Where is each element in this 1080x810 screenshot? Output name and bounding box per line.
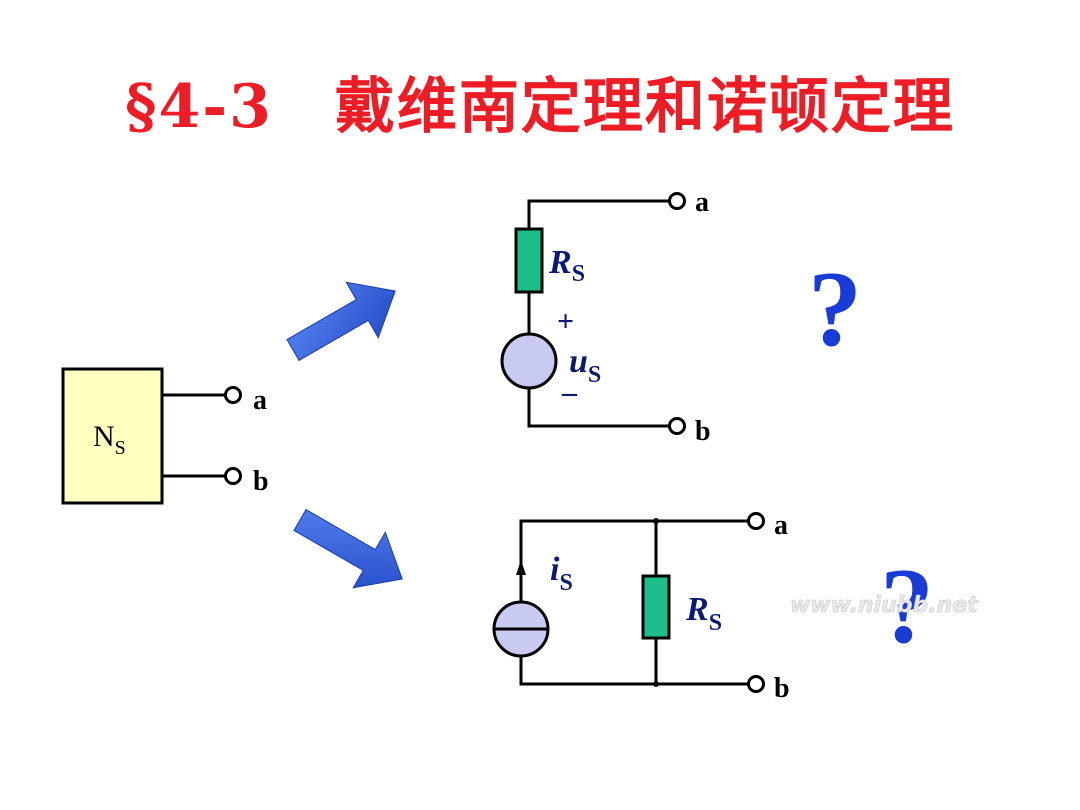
norton-resistor xyxy=(641,574,671,640)
voltage-source-label: u xyxy=(569,343,588,380)
norton-wire-bottom xyxy=(519,656,748,686)
norton-terminal-a-label: a xyxy=(774,510,788,541)
svg-text:NS: NS xyxy=(93,420,126,459)
norton-terminal-b-label: b xyxy=(774,673,790,704)
network-terminal-a-label: a xyxy=(253,385,267,416)
current-arrow-icon xyxy=(516,560,526,575)
svg-text:RS: RS xyxy=(685,591,722,636)
voltage-source-sub: S xyxy=(588,362,601,388)
network-label: N xyxy=(93,420,115,453)
thevenin-terminal-a xyxy=(668,192,686,210)
voltage-source-icon xyxy=(500,332,558,390)
thevenin-terminal-b xyxy=(668,417,686,435)
arrow-down xyxy=(293,508,403,589)
thevenin-terminal-a-label: a xyxy=(695,187,709,218)
network-box xyxy=(61,367,164,505)
network-block: NS a b xyxy=(61,367,269,505)
question-mark-top: ? xyxy=(808,250,862,369)
svg-text:iS: iS xyxy=(550,551,573,596)
thevenin-resistor-label: R xyxy=(548,244,572,281)
plus-sign: + xyxy=(557,305,574,338)
network-terminal-a xyxy=(224,386,242,404)
norton-resistor-label: R xyxy=(685,591,709,628)
thevenin-wire-bottom xyxy=(527,388,670,428)
junction-top xyxy=(653,518,659,524)
minus-sign: – xyxy=(561,376,578,409)
current-source-label: i xyxy=(550,551,560,588)
question-mark-bottom: ? xyxy=(880,547,934,666)
network-terminal-b xyxy=(224,467,242,485)
norton-resistor-sub: S xyxy=(709,610,722,636)
network-terminal-b-label: b xyxy=(253,466,269,497)
norton-terminal-a xyxy=(747,512,765,530)
svg-text:RS: RS xyxy=(548,244,585,287)
thevenin-resistor xyxy=(514,227,544,294)
svg-text:uS: uS xyxy=(569,343,601,388)
thevenin-terminal-b-label: b xyxy=(695,416,711,447)
norton-circuit: a b iS RS ? xyxy=(492,510,934,704)
norton-terminal-b xyxy=(747,675,765,693)
network-label-sub: S xyxy=(115,437,126,459)
page-title: §4-3 戴维南定理和诺顿定理 xyxy=(125,72,955,142)
thevenin-resistor-sub: S xyxy=(572,261,585,287)
arrow-up xyxy=(286,281,396,362)
thevenin-wire-top xyxy=(527,199,670,229)
current-source-sub: S xyxy=(559,570,572,596)
junction-bottom xyxy=(653,681,659,687)
watermark: www.niubb.net xyxy=(790,593,979,618)
thevenin-circuit: a b RS + uS – ? xyxy=(500,187,862,447)
